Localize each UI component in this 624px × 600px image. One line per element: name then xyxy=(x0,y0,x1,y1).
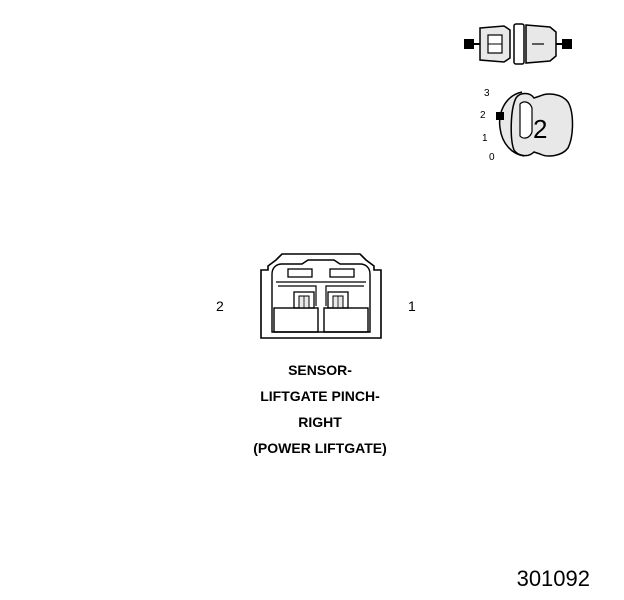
caption-line-1: SENSOR- xyxy=(288,362,352,378)
position-label-2: 2 xyxy=(480,110,486,121)
position-label-3: 3 xyxy=(484,88,490,99)
key-position-icon xyxy=(496,91,574,157)
position-label-0: 0 xyxy=(489,152,495,163)
pin-label-left: 2 xyxy=(216,298,224,314)
connector-mating-icon xyxy=(464,23,572,65)
connector-caption: SENSOR- LIFTGATE PINCH- RIGHT (POWER LIF… xyxy=(190,357,450,461)
position-label-1: 1 xyxy=(482,133,488,144)
caption-line-2: LIFTGATE PINCH- xyxy=(260,388,380,404)
figure-id: 301092 xyxy=(516,566,590,591)
caption-line-3: RIGHT xyxy=(298,414,342,430)
caption-line-4: (POWER LIFTGATE) xyxy=(253,440,387,456)
pin-label-right: 1 xyxy=(408,298,416,314)
key-number-label: 2 xyxy=(533,114,548,144)
connector-face xyxy=(260,253,382,339)
